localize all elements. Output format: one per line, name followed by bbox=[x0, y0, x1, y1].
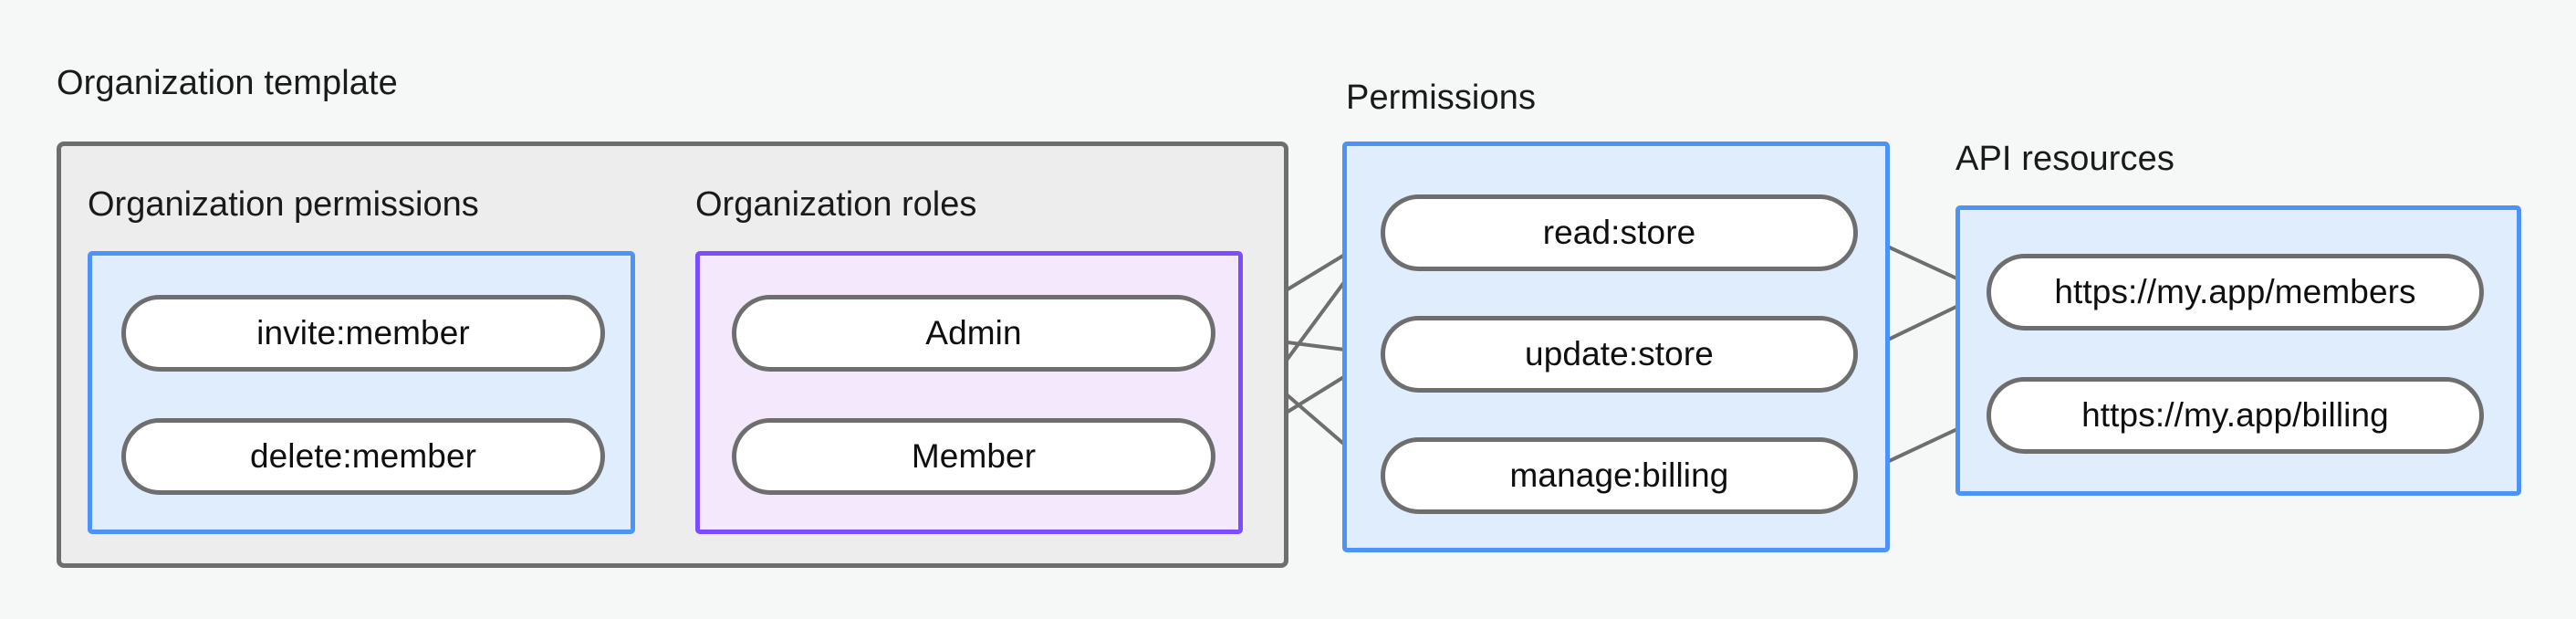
node-billing-url[interactable]: https://my.app/billing bbox=[1987, 377, 2484, 454]
node-read-store[interactable]: read:store bbox=[1381, 194, 1858, 271]
api-resources-title: API resources bbox=[1955, 140, 2174, 178]
node-update-store[interactable]: update:store bbox=[1381, 316, 1858, 393]
node-members-url[interactable]: https://my.app/members bbox=[1987, 254, 2484, 330]
node-manage-billing[interactable]: manage:billing bbox=[1381, 437, 1858, 514]
organization-roles-title: Organization roles bbox=[695, 185, 977, 224]
organization-permissions-title: Organization permissions bbox=[88, 185, 479, 224]
organization-template-title: Organization template bbox=[57, 64, 398, 102]
node-invite-member[interactable]: invite:member bbox=[121, 295, 605, 372]
node-member[interactable]: Member bbox=[732, 418, 1215, 495]
node-admin[interactable]: Admin bbox=[732, 295, 1215, 372]
permissions-title: Permissions bbox=[1346, 79, 1537, 117]
node-delete-member[interactable]: delete:member bbox=[121, 418, 605, 495]
